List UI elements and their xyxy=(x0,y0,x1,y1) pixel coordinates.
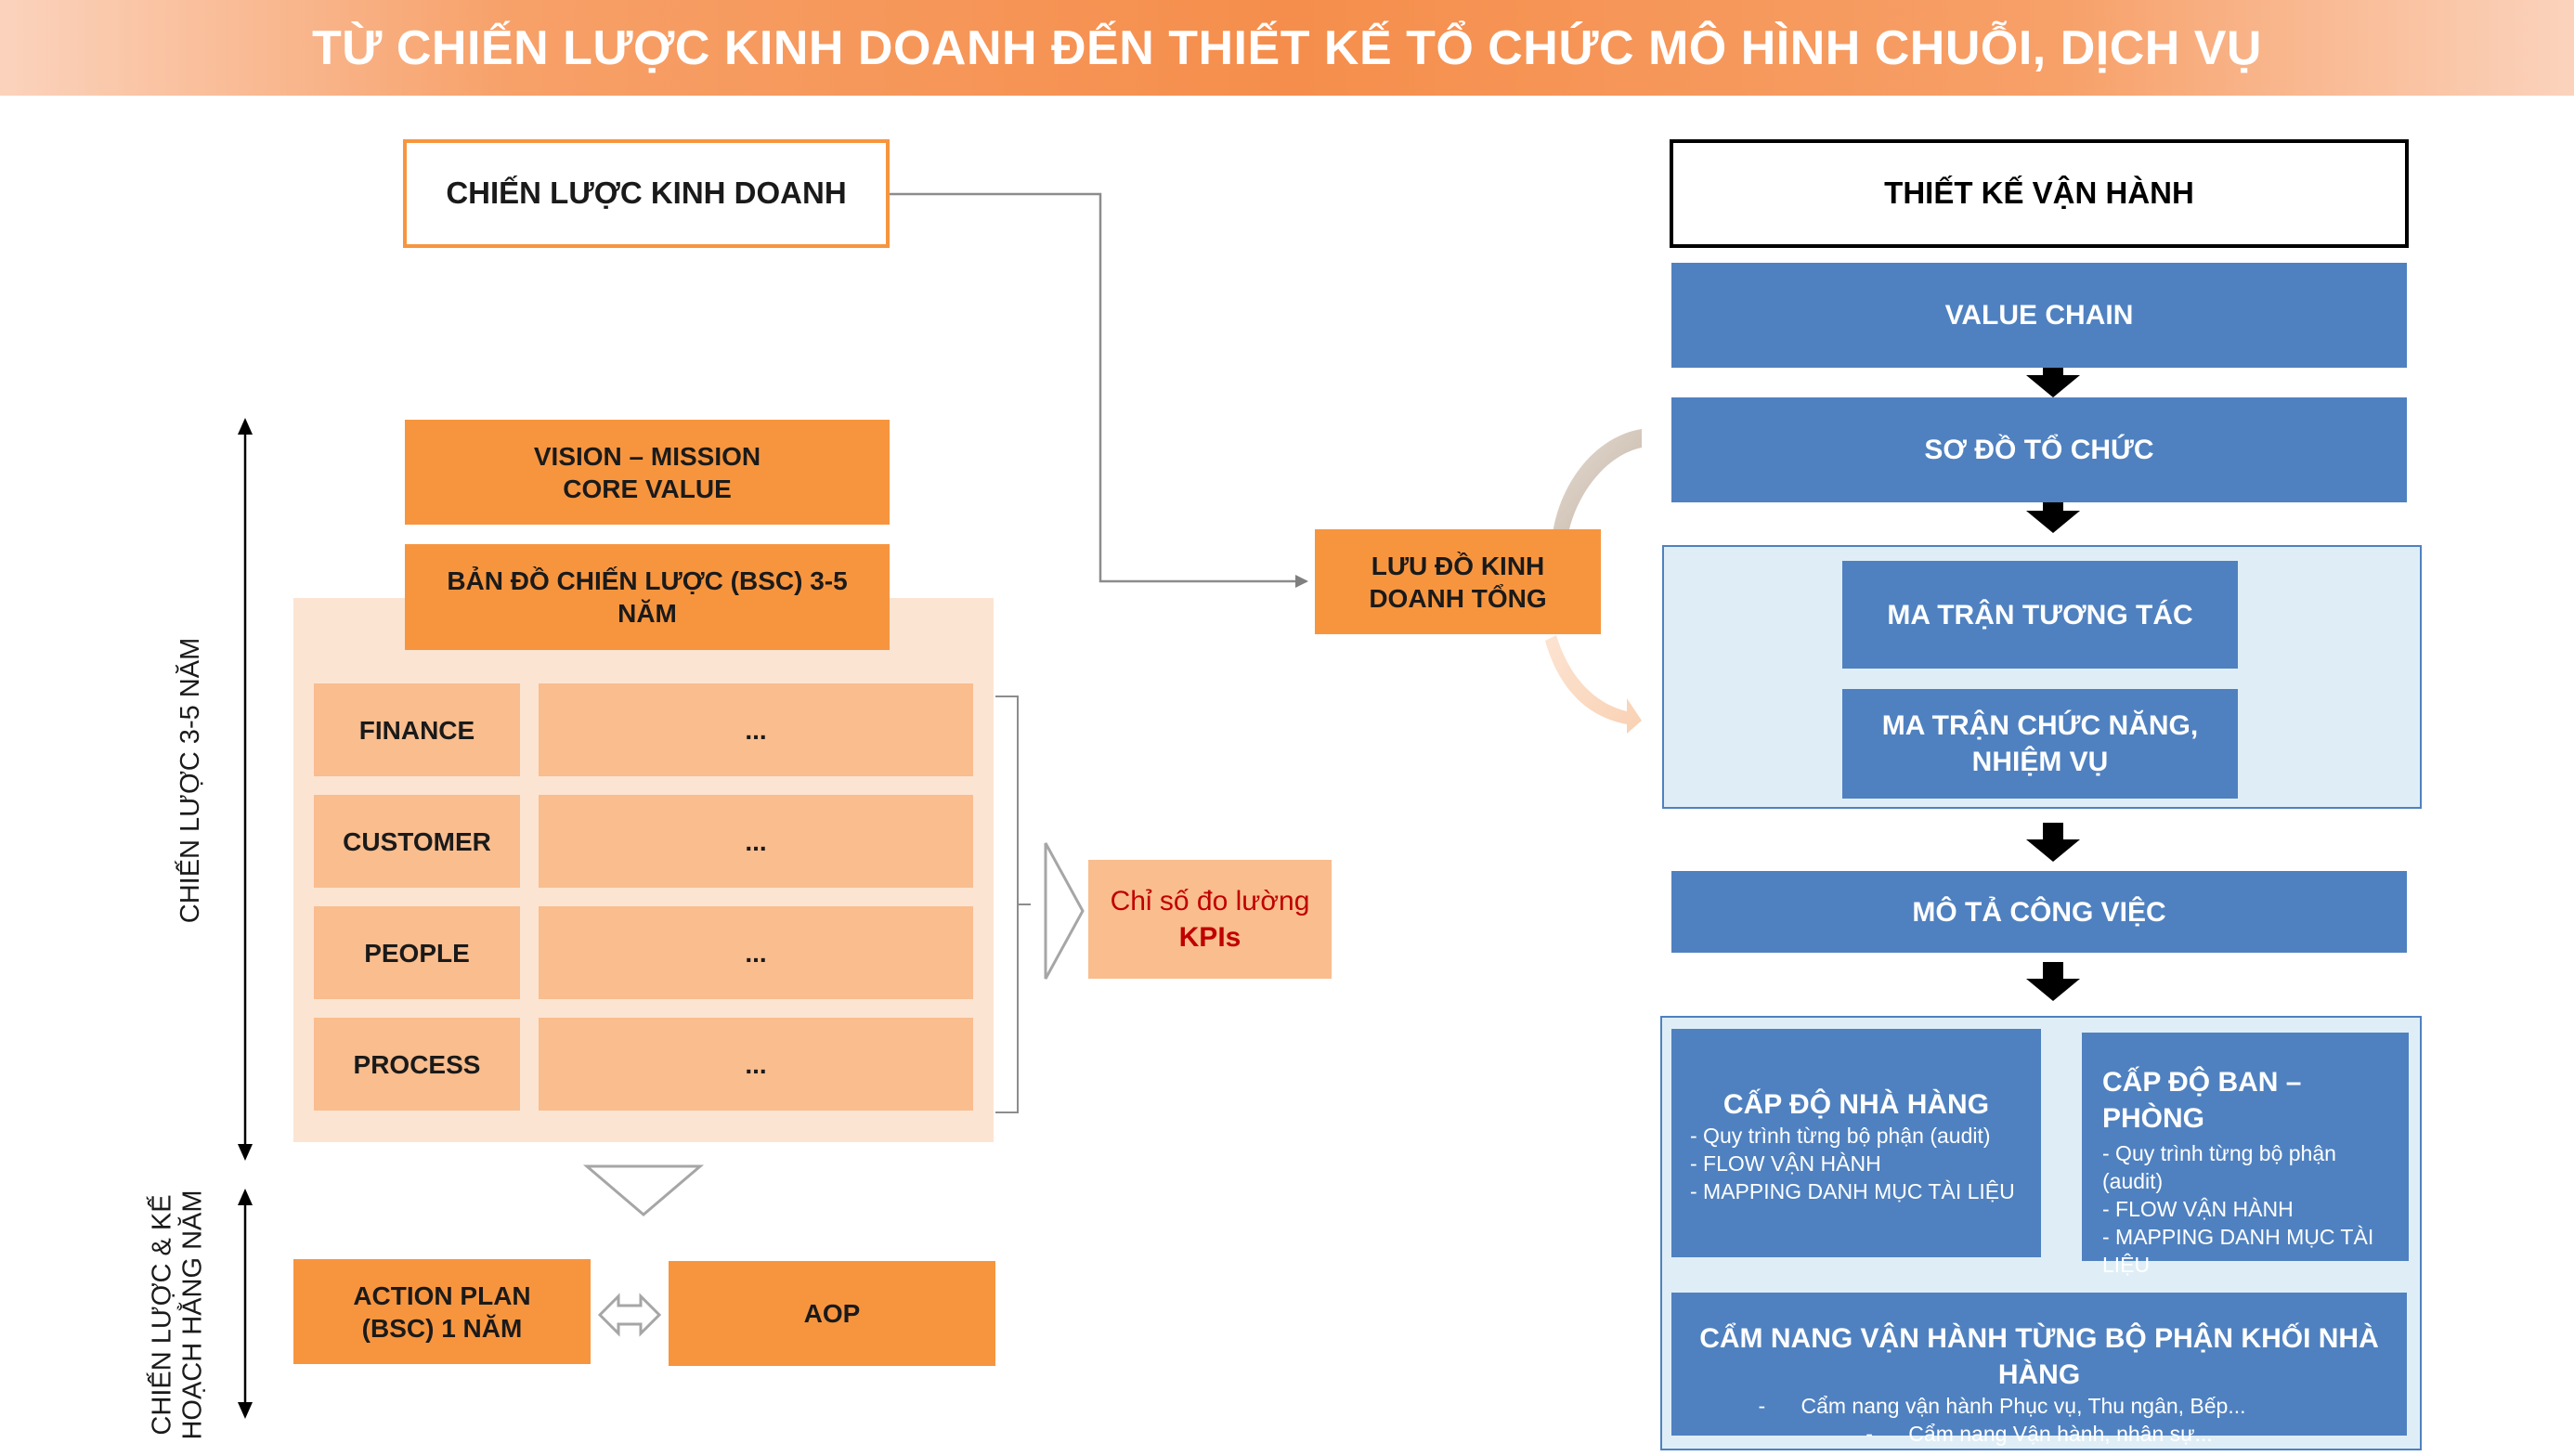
business-flow-box: LƯU ĐỒ KINH DOANH TỔNG xyxy=(1315,529,1601,634)
kpi-chevron xyxy=(1044,842,1085,980)
bsc-row-value: ... xyxy=(539,683,973,776)
down-arrow-1 xyxy=(2026,358,2080,397)
down-arrow-3 xyxy=(2026,823,2080,862)
bsc-row-label: FINANCE xyxy=(314,683,520,776)
value-chain-box: VALUE CHAIN xyxy=(1671,263,2407,368)
aop-box: AOP xyxy=(669,1261,995,1366)
bsc-down-chevron xyxy=(582,1164,705,1216)
restaurant-level-box: CẤP ĐỘ NHÀ HÀNG - Quy trình từng bộ phận… xyxy=(1671,1029,2041,1257)
bsc-row-label: PROCESS xyxy=(314,1018,520,1111)
axis-short-top-head xyxy=(238,1189,253,1205)
down-arrow-2 xyxy=(2026,494,2080,533)
vision-mission-box: VISION – MISSION CORE VALUE xyxy=(405,420,890,525)
bsc-row-label: PEOPLE xyxy=(314,906,520,999)
action-plan-box: ACTION PLAN (BSC) 1 NĂM xyxy=(293,1259,591,1364)
axis-long-bottom-head xyxy=(238,1144,253,1161)
kpi-box: Chỉ số đo lường KPIs xyxy=(1088,860,1332,979)
axis-long-label: CHIẾN LƯỢC 3-5 NĂM xyxy=(176,637,206,923)
page-title: TỪ CHIẾN LƯỢC KINH DOANH ĐẾN THIẾT KẾ TỔ… xyxy=(312,20,2262,75)
curve-arrow-down xyxy=(1545,635,1642,734)
bsc-row-label: CUSTOMER xyxy=(314,795,520,888)
business-strategy-box: CHIẾN LƯỢC KINH DOANH xyxy=(403,139,890,248)
title-bar: TỪ CHIẾN LƯỢC KINH DOANH ĐẾN THIẾT KẾ TỔ… xyxy=(0,0,2574,96)
axis-short-label: CHIẾN LƯỢC & KẾ HOẠCH HẰNG NĂM xyxy=(147,1190,208,1440)
bsc-bracket xyxy=(995,696,1019,1113)
handbook-box: CẨM NANG VẬN HÀNH TỪNG BỘ PHẬN KHỐI NHÀ … xyxy=(1671,1293,2407,1446)
double-arrow-icon xyxy=(597,1293,662,1337)
operation-design-box: THIẾT KẾ VẬN HÀNH xyxy=(1670,139,2409,248)
axis-short-bottom-head xyxy=(238,1402,253,1419)
job-description-box: MÔ TẢ CÔNG VIỆC xyxy=(1671,871,2407,953)
axis-long-top-head xyxy=(238,418,253,435)
bsc-row-value: ... xyxy=(539,795,973,888)
org-chart-box: SƠ ĐỒ TỔ CHỨC xyxy=(1671,397,2407,502)
strategy-to-flow-connector xyxy=(890,192,1308,588)
function-matrix-box: MA TRẬN CHỨC NĂNG, NHIỆM VỤ xyxy=(1842,689,2238,799)
department-level-box: CẤP ĐỘ BAN – PHÒNG - Quy trình từng bộ p… xyxy=(2082,1033,2409,1277)
bsc-row-value: ... xyxy=(539,906,973,999)
down-arrow-4 xyxy=(2026,962,2080,1001)
bsc-row-value: ... xyxy=(539,1018,973,1111)
bsc-map-box: BẢN ĐỒ CHIẾN LƯỢC (BSC) 3-5 NĂM xyxy=(405,544,890,650)
curve-arrow-up xyxy=(1553,429,1642,534)
interaction-matrix-box: MA TRẬN TƯƠNG TÁC xyxy=(1842,561,2238,669)
